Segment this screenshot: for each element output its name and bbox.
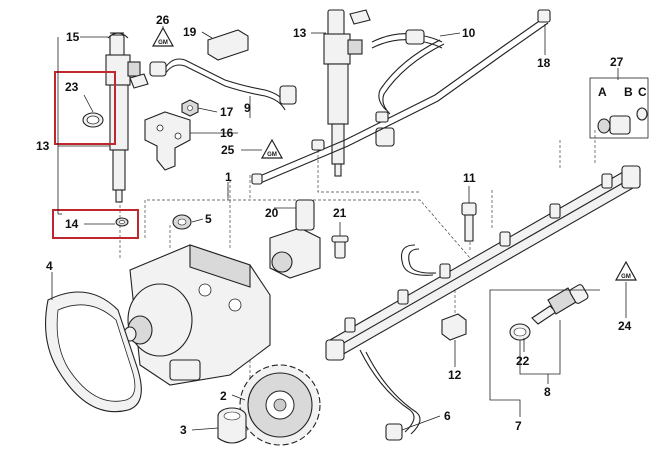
callout-24: 24 (618, 319, 632, 333)
callout-10: 10 (462, 26, 476, 40)
callout-4: 4 (46, 259, 53, 273)
injector-left (105, 34, 149, 203)
pipe-clip-19 (207, 29, 249, 61)
clip-12 (441, 313, 467, 341)
high-pressure-pump-1 (123, 244, 271, 386)
callout-A: A (598, 85, 607, 99)
leader-lines (51, 24, 627, 431)
callout-19: 19 (183, 25, 197, 39)
injector-clip-15 (107, 32, 129, 39)
callout-7: 7 (515, 419, 522, 433)
callout-6: 6 (444, 409, 451, 423)
bolt-21 (331, 235, 349, 259)
sleeve-3 (217, 407, 247, 444)
callout-2: 2 (220, 389, 227, 403)
injector-right (323, 9, 371, 177)
fuel-rail-7 (325, 165, 641, 361)
callout-B: B (624, 85, 633, 99)
callout-12: 12 (448, 368, 462, 382)
seal-5 (172, 214, 192, 230)
callout-5: 5 (205, 212, 212, 226)
fuel-pipe-10 (371, 29, 445, 147)
drive-gear-2 (239, 364, 321, 446)
callout-17: 17 (220, 105, 234, 119)
callout-20: 20 (265, 206, 279, 220)
svg-text:GM: GM (158, 40, 168, 46)
fuel-pipe-9 (149, 58, 297, 111)
callout-16: 16 (220, 126, 234, 140)
callout-8: 8 (544, 385, 551, 399)
rail-supply-pipe (400, 244, 434, 276)
callout-25: 25 (221, 143, 235, 157)
callout-21: 21 (333, 206, 347, 220)
svg-text:GM: GM (267, 152, 277, 158)
callout-26: 26 (156, 13, 170, 27)
callout-C: C (638, 85, 647, 99)
gasket-4 (45, 291, 142, 413)
warning-badge-26: GM (151, 26, 175, 47)
callout-9: 9 (244, 101, 251, 115)
callout-14: 14 (65, 217, 79, 231)
bracket-16 (144, 111, 191, 171)
pressure-sensor-8 (509, 284, 589, 341)
fuel-pipe-6 (359, 349, 421, 441)
callout-27: 27 (610, 55, 624, 69)
nut-17 (181, 99, 199, 117)
pressure-valve-27 (589, 77, 649, 139)
warning-badge-24: GM (614, 260, 638, 281)
leak-off-line-18 (251, 9, 551, 185)
callout-23: 23 (65, 80, 79, 94)
callout-1: 1 (225, 170, 232, 184)
callout-labels: 15 23 13 14 26 19 17 9 16 25 1 5 4 20 21… (36, 13, 647, 437)
callout-15: 15 (66, 30, 80, 44)
svg-text:GM: GM (621, 274, 631, 280)
bolt-11 (461, 202, 477, 242)
control-valve-20 (269, 199, 321, 279)
warning-badge-25: GM (260, 138, 284, 159)
callout-11: 11 (463, 171, 476, 185)
highlight-box-washer (52, 209, 139, 239)
callout-3: 3 (180, 423, 187, 437)
callout-13-left: 13 (36, 139, 50, 153)
callout-22: 22 (516, 354, 530, 368)
callout-18: 18 (537, 56, 551, 70)
callout-13-right: 13 (293, 26, 307, 40)
highlight-box-seal-ring (54, 71, 116, 145)
